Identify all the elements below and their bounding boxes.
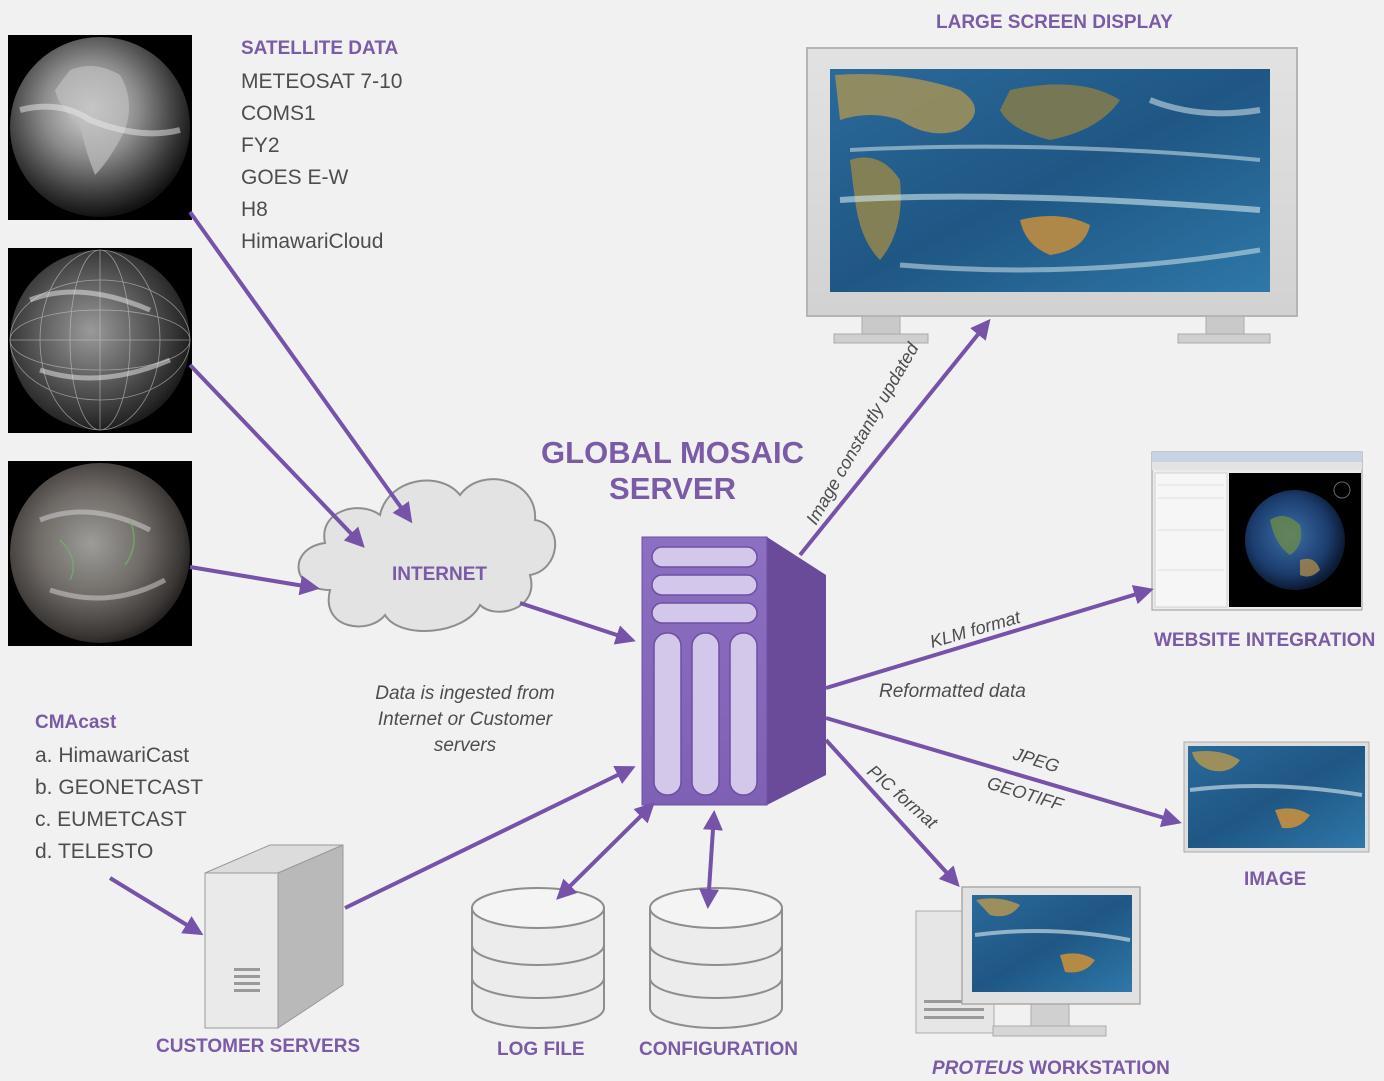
arrow-server-config <box>699 810 723 909</box>
log-file-database <box>471 887 605 1029</box>
annotation-ingest-line2: Internet or Customer <box>377 709 553 730</box>
cmacast-item: b. GEONETCAST <box>35 776 204 799</box>
satellite-data-title: SATELLITE DATA <box>241 38 399 59</box>
arrow-sat3-internet <box>189 565 320 596</box>
arrow-server-image <box>825 716 1182 828</box>
log-file-label: LOG FILE <box>497 1039 585 1060</box>
cmacast-item: a. HimawariCast <box>35 744 190 767</box>
satellite-item: METEOSAT 7-10 <box>241 70 403 93</box>
customer-server <box>204 844 344 1029</box>
arrow-server-workstation <box>824 738 960 887</box>
arrow-server-website <box>825 585 1154 690</box>
website-integration-label: WEBSITE INTEGRATION <box>1154 630 1376 651</box>
internet-cloud <box>297 478 557 632</box>
cmacast-list: a. HimawariCast b. GEONETCAST c. EUMETCA… <box>35 740 203 868</box>
annotation-jpeg: JPEG <box>1010 743 1062 776</box>
website-screenshot <box>1151 451 1363 611</box>
customer-servers-label: CUSTOMER SERVERS <box>156 1036 361 1057</box>
arrow-server-display <box>798 318 991 557</box>
satellite-item: COMS1 <box>241 102 316 125</box>
server-title-line2: SERVER <box>609 471 736 506</box>
arrow-customer-server <box>344 766 636 910</box>
image-thumbnail <box>1183 741 1370 853</box>
workstation-label-italic: PROTEUS <box>932 1058 1024 1079</box>
satellite-item: H8 <box>241 198 268 221</box>
internet-label: INTERNET <box>392 564 487 585</box>
cmacast-title: CMAcast <box>35 712 117 733</box>
server-title-line1: GLOBAL MOSAIC <box>541 435 804 470</box>
workstation-label-rest: WORKSTATION <box>1023 1058 1170 1079</box>
workstation-label: PROTEUS WORKSTATION <box>932 1058 1170 1080</box>
large-screen-monitor <box>806 47 1298 344</box>
image-label: IMAGE <box>1244 869 1307 890</box>
arrow-server-logfile <box>556 802 655 900</box>
configuration-label: CONFIGURATION <box>639 1039 799 1060</box>
satellite-item: HimawariCloud <box>241 230 384 253</box>
arrow-cmacast-customer <box>108 876 204 936</box>
workstation <box>915 886 1141 1037</box>
configuration-database <box>649 887 783 1029</box>
annotation-ingest-line1: Data is ingested from <box>375 683 555 704</box>
annotation-ingest-line3: servers <box>433 735 497 756</box>
world-map-large <box>835 74 1261 273</box>
large-screen-label: LARGE SCREEN DISPLAY <box>936 12 1173 33</box>
satellite-item: GOES E-W <box>241 166 349 189</box>
arrow-internet-server <box>519 601 636 645</box>
cmacast-item: d. TELESTO <box>35 840 154 863</box>
satellite-item: FY2 <box>241 134 280 157</box>
annotation-ingest: Data is ingested from Internet or Custom… <box>350 681 580 759</box>
annotation-reformatted: Reformatted data <box>879 681 1026 702</box>
satellite-data-list: METEOSAT 7-10 COMS1 FY2 GOES E-W H8 Hima… <box>241 66 402 258</box>
cmacast-item: c. EUMETCAST <box>35 808 187 831</box>
satellite-image-2 <box>8 248 192 433</box>
arrow-sat2-internet <box>188 363 365 548</box>
connector-arrows <box>108 210 1182 936</box>
mosaic-server <box>641 536 826 806</box>
annotation-klm: KLM format <box>928 607 1024 652</box>
server-title: GLOBAL MOSAIC SERVER <box>540 435 805 507</box>
satellite-image-1 <box>8 35 192 220</box>
annotation-image-updated: Image constantly updated <box>802 339 923 528</box>
satellite-image-3 <box>8 461 192 646</box>
arrow-sat1-internet <box>188 210 413 524</box>
